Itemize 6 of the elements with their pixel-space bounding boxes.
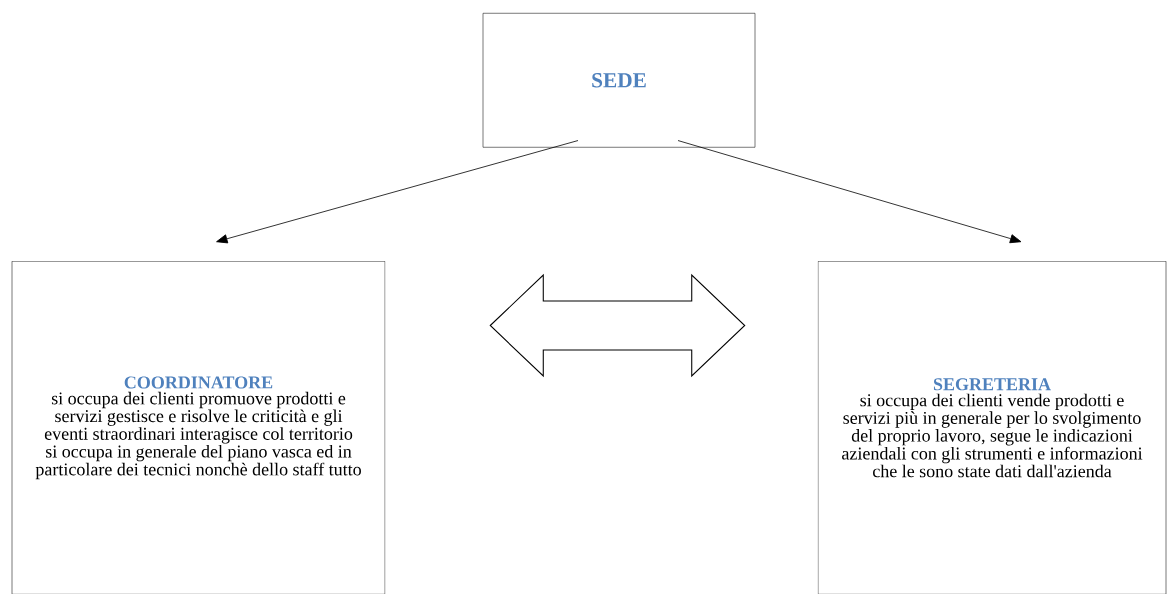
- role-box: COORDINATORE si occupa dei clienti promuove prodotti e servizi gestisce e risolve le criticità e gli eventi straordinari interagisce col territorio si occupa in generale del piano vasca ed in particolare dei tecnici nonchè dello staff tutto: [11, 261, 386, 594]
- title-box: SEDE: [482, 13, 756, 148]
- arrow: [677, 140, 1022, 244]
- double-arrow: [489, 273, 746, 378]
- role-box: SEGRETERIA si occupa dei clienti vende prodotti e servizi più in generale per lo svolgimento del proprio lavoro, segue le indicazioni aziendali con gli strumenti e informazioni che le sono state dati dall'azienda: [817, 261, 1167, 594]
- arrow: [216, 140, 579, 244]
